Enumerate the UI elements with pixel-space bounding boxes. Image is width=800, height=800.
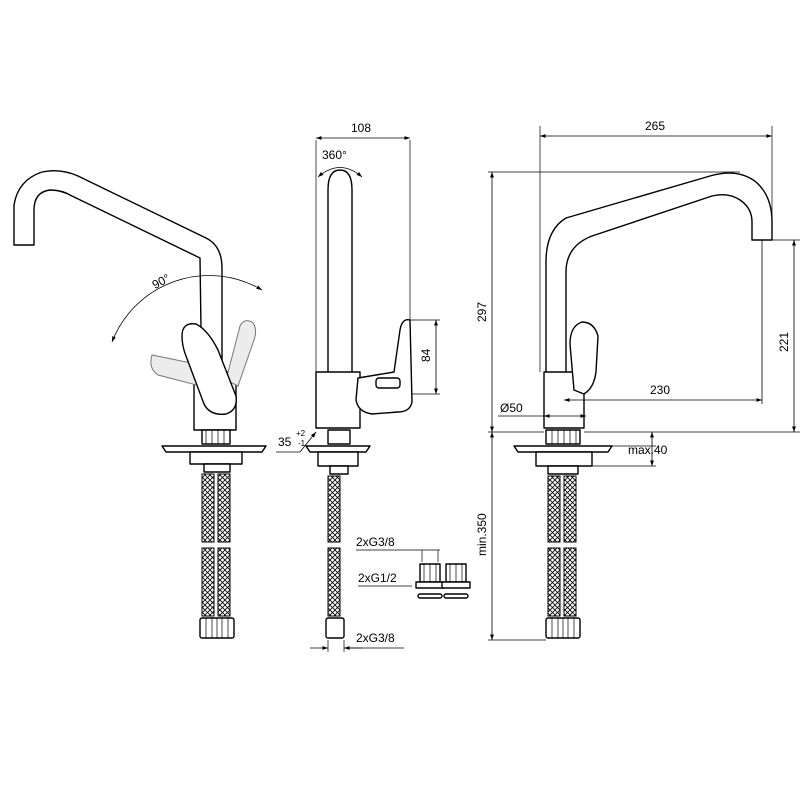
- side-base-plate: [305, 445, 371, 453]
- washer-left: [417, 593, 443, 599]
- hose-g38-bottom-label: 2xG3/8: [356, 631, 395, 645]
- dim-221-label: 221: [777, 332, 791, 352]
- dim-35-line: [299, 431, 317, 453]
- front-hose-left: [201, 473, 215, 543]
- side-hose: [327, 475, 341, 543]
- front-hose-right: [217, 473, 231, 543]
- front-thread: [201, 429, 231, 445]
- front-view: 90°: [13, 169, 267, 639]
- front-lever: [181, 323, 237, 415]
- front-spout: [13, 169, 223, 401]
- lever-arc-90: [111, 275, 263, 343]
- washer-right: [443, 593, 469, 599]
- right-lever: [569, 321, 599, 395]
- adapter-detail: 2xG3/8 2xG1/2: [356, 535, 471, 599]
- dim-35-label: 35: [278, 435, 292, 449]
- rotation-arc-360: [317, 167, 363, 178]
- dim-108-label: 108: [351, 121, 371, 135]
- dim-265-label: 265: [645, 119, 665, 133]
- front-lever-ghost-right: [225, 320, 257, 387]
- side-hose-nut: [325, 617, 345, 639]
- side-body: [315, 371, 361, 429]
- dim-35-tol-plus: +2: [296, 429, 306, 438]
- right-hose-right: [563, 475, 577, 543]
- right-thread: [545, 429, 581, 445]
- dim-230-label: 230: [650, 383, 670, 397]
- adapter-g12-label: 2xG1/2: [358, 571, 397, 585]
- side-thread: [327, 429, 351, 445]
- right-base-plate: [513, 445, 613, 453]
- hose-g38-top-label: 2xG3/8: [356, 535, 395, 549]
- angle-90-label: 90°: [150, 271, 173, 292]
- front-base-plate: [161, 445, 267, 453]
- side-lever: [355, 319, 413, 415]
- rotation-360-label: 360°: [322, 148, 347, 162]
- side-spout: [327, 169, 353, 373]
- dim-d50-label: Ø50: [500, 401, 523, 415]
- side-view: 360° 108 84 35 +2 -1: [276, 121, 440, 652]
- dim-max40-label: max.40: [628, 443, 668, 457]
- dim-min350-label: min.350: [475, 513, 489, 556]
- dim-297-label: 297: [475, 302, 489, 322]
- right-view: 265 297 221 230 Ø50 max.40 min.350: [475, 119, 800, 641]
- right-hose-left: [547, 475, 561, 543]
- dim-35-tol-minus: -1: [298, 439, 306, 448]
- dim-84-label: 84: [419, 348, 433, 362]
